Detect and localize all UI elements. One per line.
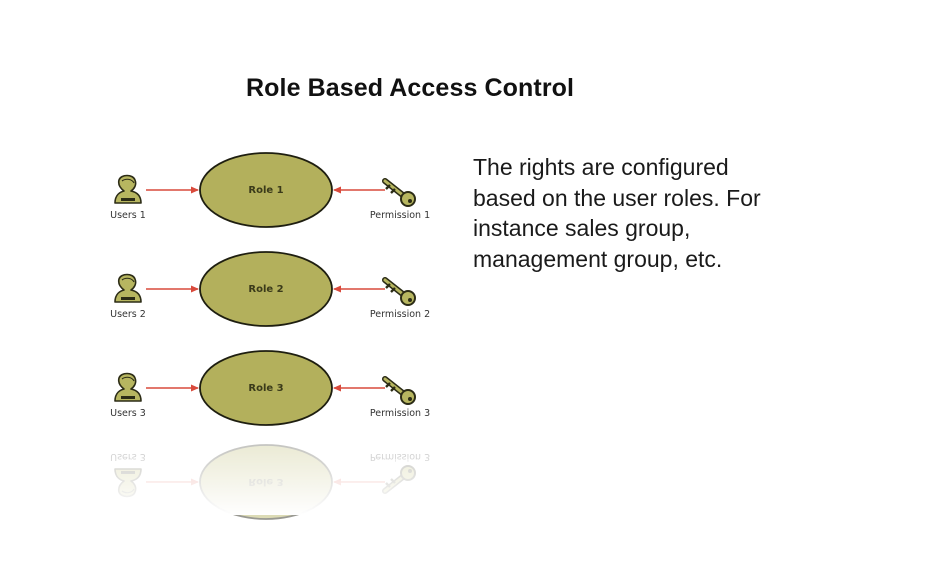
slide-title: Role Based Access Control [246, 74, 575, 102]
key-icon [385, 379, 415, 404]
key-icon [385, 181, 415, 206]
role-label: Role 2 [248, 284, 283, 295]
description-line: based on the user roles. For [473, 184, 761, 211]
key-icon [385, 280, 415, 305]
rbac-row: Users 3 Role 3 Permission 3 [110, 350, 430, 426]
rbac-row: Users 1 Role 1 Permission 1 [110, 152, 430, 228]
permission-label: Permission 2 [370, 309, 430, 320]
user-label: Users 1 [110, 210, 146, 221]
user-icon [114, 273, 142, 303]
rbac-row: Users 2 Role 2 Permission 2 [110, 251, 430, 327]
role-node [199, 251, 333, 327]
user-label: Users 2 [110, 309, 146, 320]
user-icon [114, 174, 142, 204]
permission-label: Permission 3 [370, 408, 430, 419]
permission-label: Permission 1 [370, 210, 430, 221]
role-node [199, 350, 333, 426]
description-line: The rights are configured [473, 154, 729, 180]
role-node [199, 152, 333, 228]
description-line: instance sales group, [473, 215, 691, 241]
description-text: The rights are configured based on the us… [473, 152, 903, 274]
role-label: Role 3 [248, 383, 283, 394]
user-label: Users 3 [110, 408, 146, 419]
description-line: management group, etc. [473, 245, 723, 272]
role-label: Role 1 [248, 185, 283, 196]
user-icon [114, 372, 142, 402]
